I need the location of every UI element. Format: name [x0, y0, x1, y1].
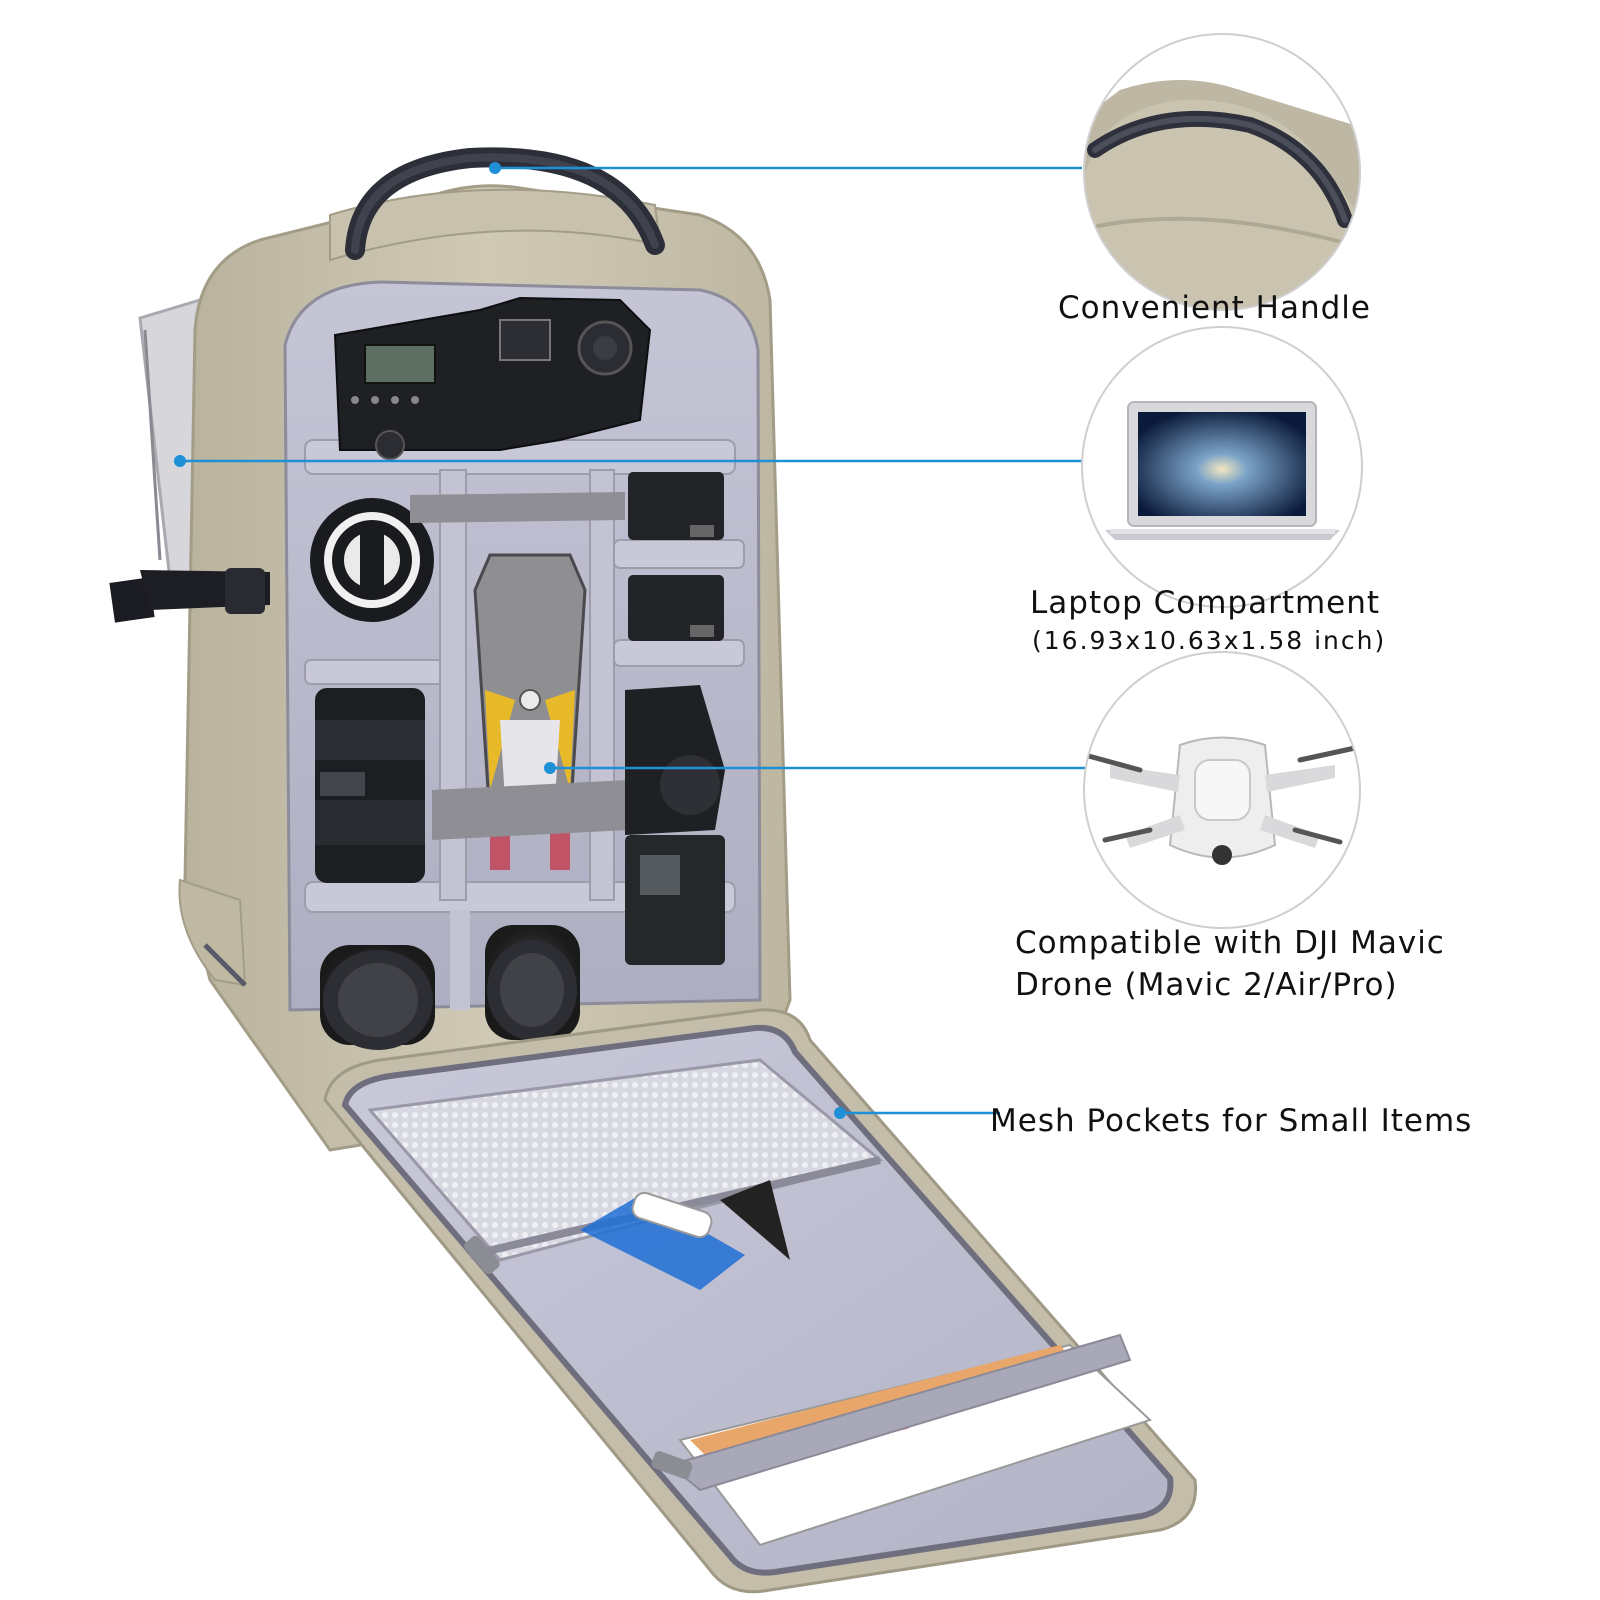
dslr-camera: [333, 296, 652, 460]
drone-icon: [1083, 651, 1361, 929]
batteries: [628, 472, 724, 641]
top-handle: [345, 147, 665, 260]
lens-cap: [310, 498, 434, 622]
velcro-straps: [410, 492, 628, 840]
callout-dot-drone: [544, 762, 556, 774]
mesh-pocket-caption: Mesh Pockets for Small Items: [990, 1103, 1473, 1139]
handle-caption: Convenient Handle: [1058, 290, 1371, 326]
laptop-dimensions: (16.93x10.63x1.58 inch): [1032, 626, 1387, 655]
drone-caption-line1: Compatible with DJI Mavic: [1015, 925, 1445, 961]
handle-closeup-circle: [1083, 33, 1361, 311]
prime-lenses: [320, 925, 580, 1050]
callout-dot-mesh: [834, 1107, 846, 1119]
laptop-icon: [1081, 326, 1363, 608]
callout-lines: [174, 162, 1085, 1119]
callout-dot-handle: [489, 162, 501, 174]
zoom-lens: [315, 688, 425, 883]
side-strap: [109, 568, 270, 623]
speedlight-flash: [625, 685, 725, 965]
drone-caption-line2: Drone (Mavic 2/Air/Pro): [1015, 967, 1398, 1003]
laptop-caption: Laptop Compartment: [1030, 585, 1381, 621]
folded-drone: [473, 553, 587, 870]
front-flap: [323, 1008, 1198, 1594]
callout-dot-laptop: [174, 455, 186, 467]
